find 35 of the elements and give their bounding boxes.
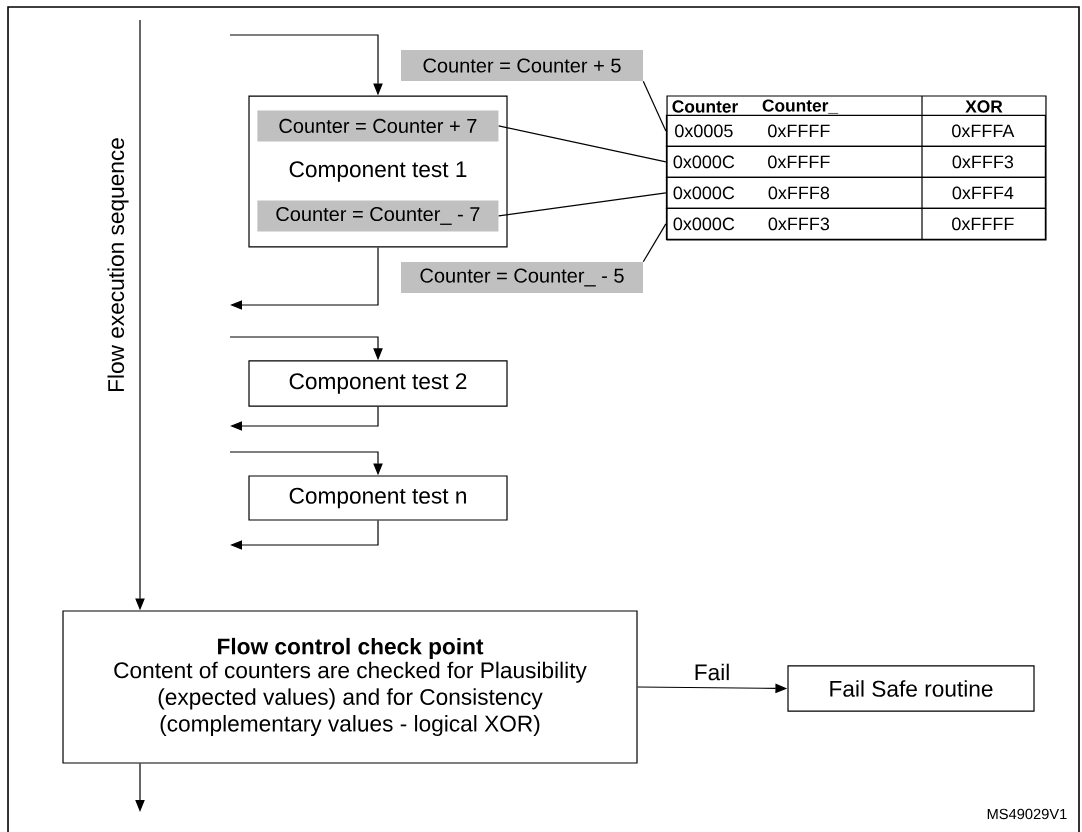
value-table [666,95,1047,241]
cell-value: 0x000C [673,217,735,231]
edge-label: Flow execution sequence [106,135,130,395]
column-header: XOR [965,100,1003,113]
table-row [665,207,1046,240]
cell-value: 0xFFFF [768,124,830,138]
formula-label: Counter = Counter + 5 [401,50,643,81]
cell-value: 0xFFFF [768,155,830,169]
cell-value: 0xFFF8 [768,186,830,200]
cell-value: 0xFFF3 [768,217,830,231]
leader-line [642,80,667,132]
cell-value: 0xFFFF [952,217,1014,231]
cell-value: 0xFFFA [952,124,1015,138]
formula-label: Counter = Counter + 7 [257,110,499,142]
figure-id: MS49029V1 [987,808,1067,820]
edge-label: Fail [692,662,732,682]
table-row [665,114,1046,147]
cell-value: 0xFFF3 [952,155,1014,169]
table-row [665,145,1046,178]
process-box: Fail Safe routine [787,665,1035,712]
column-header: Counter [672,100,738,113]
leader-line [498,125,667,163]
leader-line [642,223,667,263]
formula-label: Counter = Counter_ - 5 [401,262,643,293]
cell-value: 0x0005 [675,124,733,138]
leader-line [498,192,667,217]
process-box: Component test 2 [248,360,508,407]
formula-label: Counter = Counter_ - 7 [257,200,499,232]
check-point-box: Flow control check point Content of counters are checked for Plausibility (expected values) and for Consistency (complementary values - logical XOR) [62,610,638,764]
table-row [665,176,1046,209]
cell-value: 0x000C [673,155,735,169]
column-header: Counter_ [762,99,839,114]
process-box: Component test n [248,475,508,521]
cell-value: 0x000C [673,186,735,200]
cell-value: 0xFFF4 [952,186,1014,200]
